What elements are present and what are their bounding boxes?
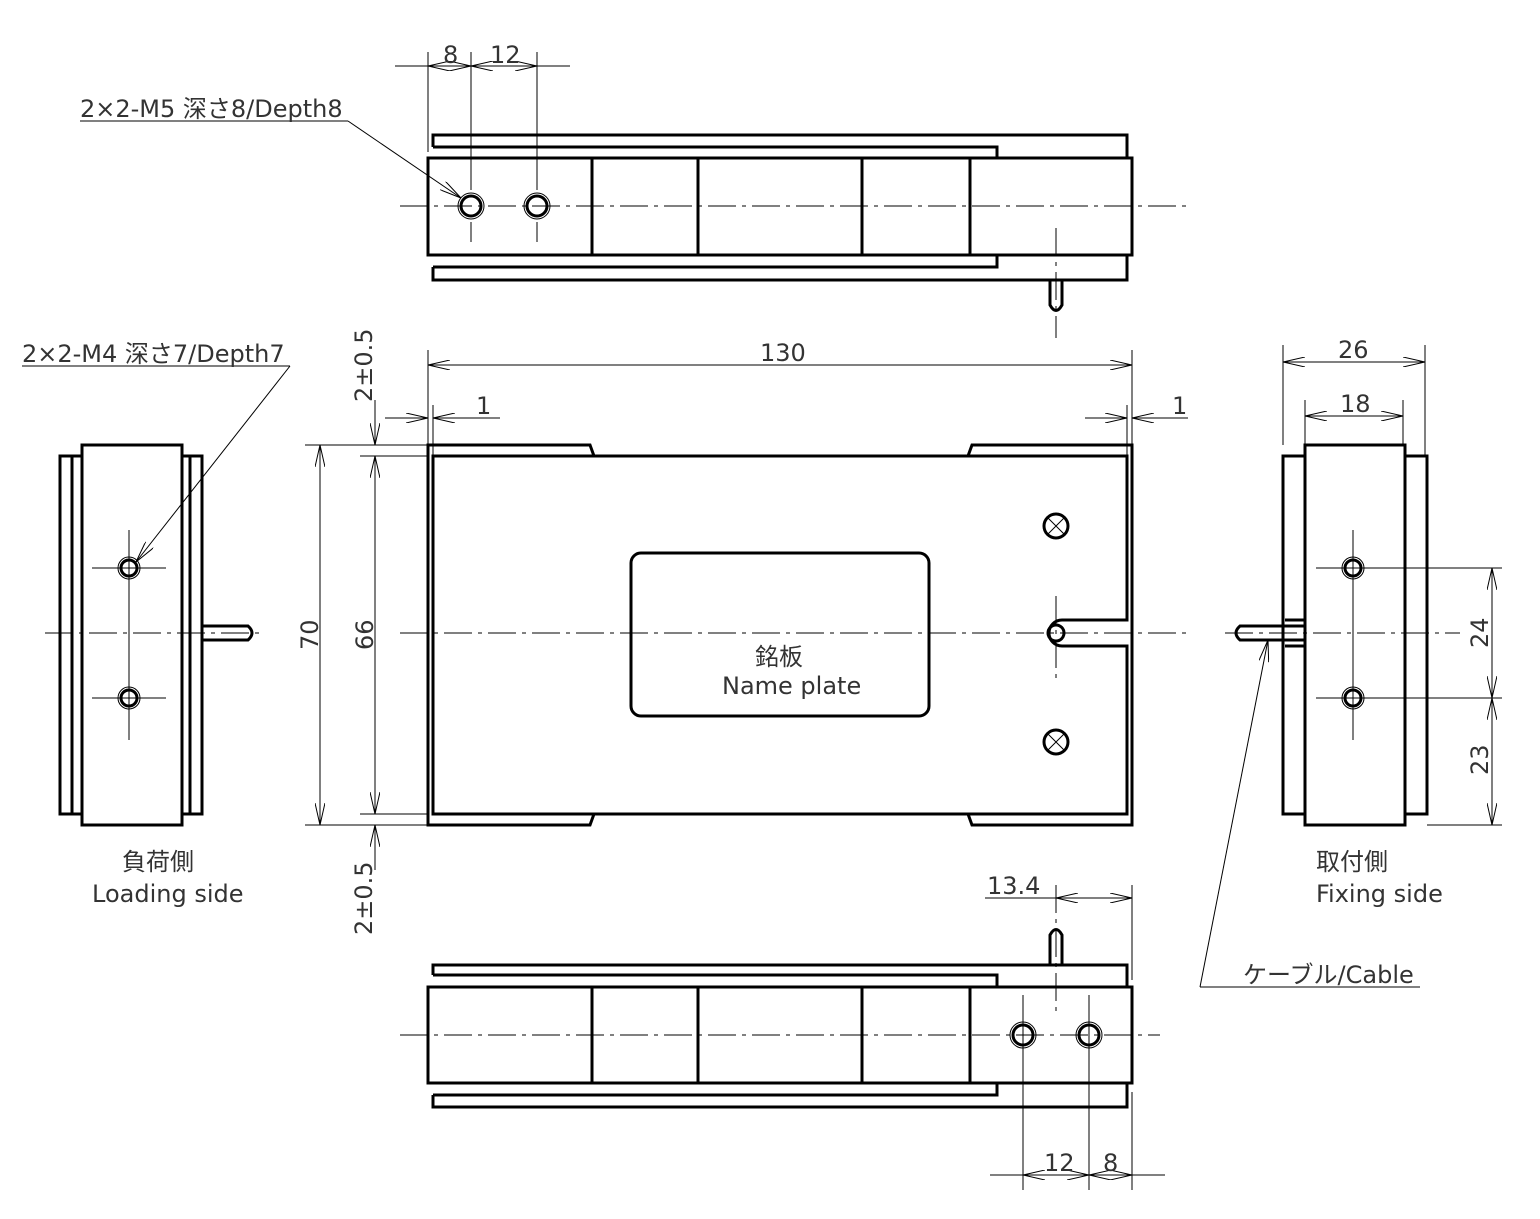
dim-right-margin: 1 (1172, 392, 1187, 420)
dim-length: 130 (760, 339, 806, 367)
fixing-side-jp: 取付側 (1316, 848, 1388, 876)
dim-width-inner: 18 (1340, 390, 1371, 418)
dim-cable-offset: 13.4 (987, 872, 1040, 900)
top-hole-note: 2×2-M5 深さ8/Depth8 (80, 95, 343, 123)
dim-hole-offset-vertical: 23 (1466, 744, 1494, 775)
bottom-view: 13.4 12 8 (400, 872, 1165, 1190)
name-plate (629, 551, 931, 718)
dim-hole-pitch-vertical: 24 (1466, 617, 1494, 648)
name-plate-en: Name plate (722, 672, 861, 700)
dim-left-margin: 1 (476, 392, 491, 420)
loading-side-view: 2×2-M4 深さ7/Depth7 負荷側 Loading side (22, 340, 291, 908)
fixing-side-view: 26 18 24 23 取付側 Fixing side ケーブル/Cable (1199, 336, 1502, 989)
loading-side-jp: 負荷側 (122, 848, 194, 876)
top-view: 8 12 2×2-M5 深さ8/Depth8 (80, 41, 1188, 338)
dim-top-hole-pitch: 12 (490, 41, 521, 69)
side-hole-note: 2×2-M4 深さ7/Depth7 (22, 340, 285, 368)
dim-top-hole-offset: 8 (443, 41, 458, 69)
dim-width-outer: 26 (1338, 336, 1369, 364)
fixing-side-en: Fixing side (1316, 880, 1443, 908)
screw-cross-icon (1042, 512, 1070, 756)
dim-height-outer: 70 (296, 619, 324, 650)
dim-height-inner: 66 (351, 619, 379, 650)
dim-clearance-bottom: 2±0.5 (350, 861, 378, 935)
cable-label: ケーブル/Cable (1243, 961, 1414, 989)
name-plate-jp: 銘板 (755, 643, 803, 671)
loading-side-en: Loading side (92, 880, 244, 908)
dim-clearance-top: 2±0.5 (350, 328, 378, 402)
mounting-hole-icon (457, 192, 551, 220)
dim-bottom-hole-pitch: 12 (1044, 1149, 1075, 1177)
front-view: 銘板 Name plate 130 1 1 70 66 2±0.5 2±0.5 (296, 328, 1188, 935)
dim-bottom-hole-offset: 8 (1103, 1149, 1118, 1177)
